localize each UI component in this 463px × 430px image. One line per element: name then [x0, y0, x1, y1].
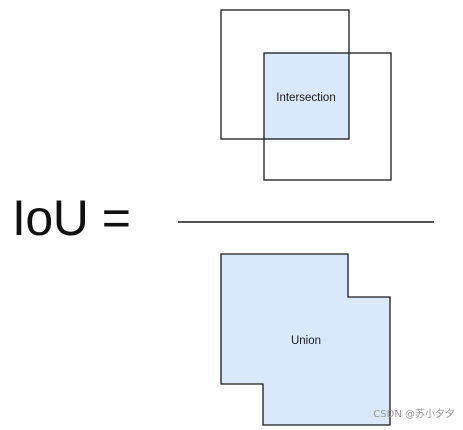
box-a-outline [220, 9, 350, 140]
intersection-highlight [264, 53, 349, 139]
watermark: CSDN @苏小夕夕 [373, 409, 455, 420]
iou-formula-label: IoU = [12, 190, 131, 246]
box-b-outline [263, 52, 392, 181]
union-shape [220, 253, 391, 426]
intersection-label: Intersection [276, 92, 335, 104]
union-figure: Union [220, 253, 391, 426]
union-label: Union [291, 335, 321, 347]
intersection-figure: Intersection [220, 9, 392, 181]
